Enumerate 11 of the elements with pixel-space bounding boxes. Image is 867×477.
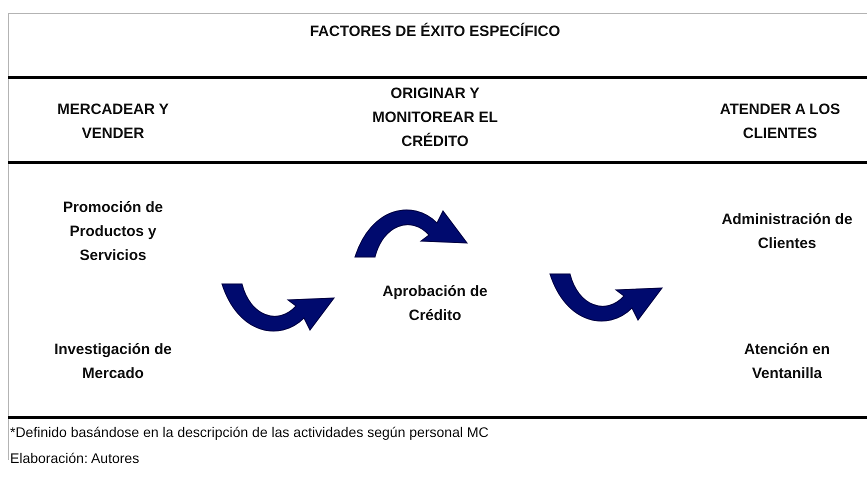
activity-text: Atención en Ventanilla <box>743 340 831 384</box>
column-header: MERCADEAR Y VENDER <box>56 100 170 144</box>
footnote-text: *Definido basándose en la descripción de las actividades según personal MC <box>10 424 489 440</box>
table-title: FACTORES DE ÉXITO ESPECÍFICO <box>308 22 562 42</box>
activity-text: Investigación de Mercado <box>53 340 173 384</box>
source-note: Elaboración: Autores <box>10 450 140 466</box>
column-header: ORIGINAR Y MONITOREAR EL CRÉDITO <box>371 84 499 152</box>
activity-text: Promoción de Productos y Servicios <box>62 198 164 266</box>
activity-text: Administración de Clientes <box>720 210 854 254</box>
activity-text: Aprobación de Crédito <box>381 282 488 326</box>
column-header: ATENDER A LOS CLIENTES <box>718 100 842 144</box>
